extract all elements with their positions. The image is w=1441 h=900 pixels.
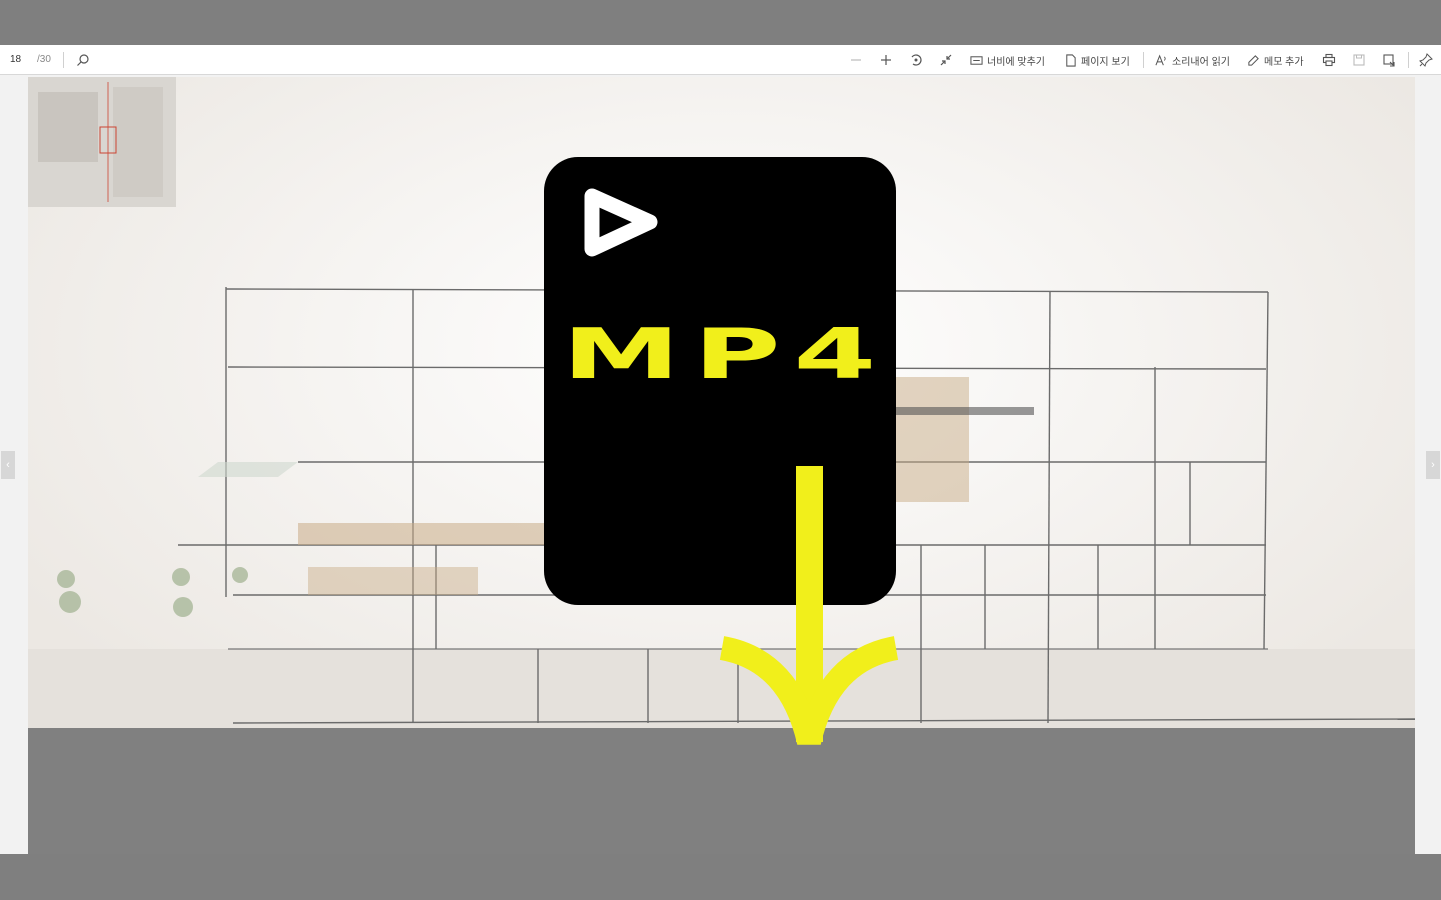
fit-width-icon [970, 55, 983, 65]
page-number-input[interactable]: 18 [10, 54, 22, 65]
save-icon[interactable] [1350, 51, 1368, 69]
rotate-icon[interactable] [907, 51, 925, 69]
pen-icon [1248, 54, 1259, 66]
read-aloud-label: 소리내어 읽기 [1172, 56, 1230, 68]
add-note-button[interactable]: 메모 추가 [1247, 52, 1304, 68]
read-aloud-icon [1155, 53, 1166, 65]
page-empty-area [28, 728, 1415, 854]
add-note-label: 메모 추가 [1264, 56, 1304, 68]
page-view-label: 페이지 보기 [1081, 56, 1130, 68]
save-as-icon[interactable] [1380, 51, 1398, 69]
minus-icon[interactable] [847, 51, 865, 69]
mp4-format-label: MP4 [562, 314, 890, 395]
read-aloud-button[interactable]: 소리내어 읽기 [1155, 52, 1230, 68]
fit-width-button[interactable]: 너비에 맞추기 [970, 52, 1045, 68]
chevron-left-icon[interactable]: ‹ [1, 451, 15, 479]
toolbar-divider [1143, 52, 1144, 68]
toolbar-divider [1408, 52, 1409, 68]
page-view-button[interactable]: 페이지 보기 [1064, 52, 1130, 68]
chevron-right-icon[interactable]: › [1426, 451, 1440, 479]
fit-width-label: 너비에 맞추기 [987, 56, 1045, 68]
print-icon[interactable] [1320, 51, 1338, 69]
search-icon[interactable] [74, 51, 92, 69]
pin-icon[interactable] [1417, 51, 1435, 69]
plus-icon[interactable] [877, 51, 895, 69]
collapse-icon[interactable] [937, 51, 955, 69]
page-icon [1066, 53, 1076, 67]
toolbar-divider [63, 52, 64, 68]
pdf-toolbar: 18 /30 너비에 맞추기 페이지 보기 소리내어 읽기 [0, 45, 1441, 75]
page-total-count: /30 [37, 54, 51, 65]
